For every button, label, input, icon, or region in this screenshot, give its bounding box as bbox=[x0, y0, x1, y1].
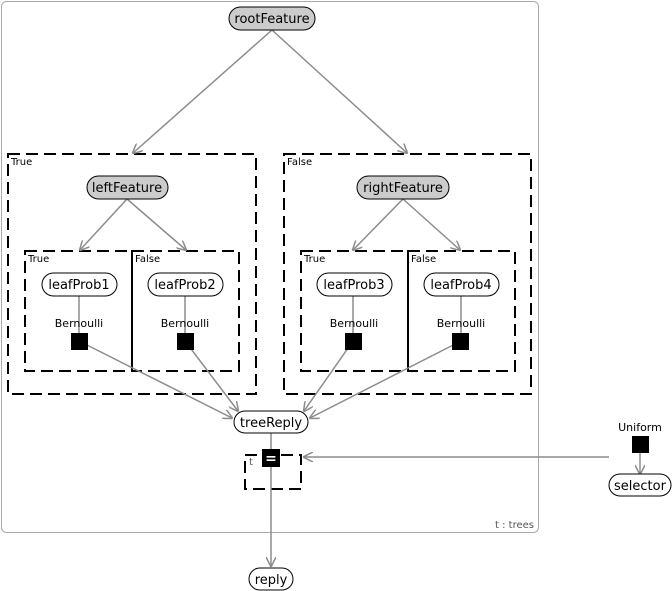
edges bbox=[79, 29, 640, 566]
gate-right-left-true bbox=[300, 250, 409, 372]
root-feature-node[interactable]: rootFeature bbox=[228, 6, 316, 31]
gate-right-false bbox=[283, 153, 532, 395]
uniform-factor[interactable]: Uniform bbox=[618, 421, 662, 453]
leaf-prob4-node[interactable]: leafProb4 bbox=[423, 272, 500, 297]
reply-node[interactable]: reply bbox=[248, 567, 294, 591]
selector-node[interactable]: selector bbox=[608, 473, 672, 497]
leaf-prob2-label: leafProb2 bbox=[154, 278, 215, 293]
tree-reply-node[interactable]: treeReply bbox=[233, 410, 309, 434]
gate-right-right-false-label: False bbox=[411, 254, 436, 265]
leaf-prob3-node[interactable]: leafProb3 bbox=[316, 272, 393, 297]
outer-plate-label: t : trees bbox=[495, 520, 534, 531]
bernoulli-factor-3[interactable]: Bernoulli bbox=[330, 317, 379, 350]
bernoulli-label-3: Bernoulli bbox=[330, 317, 379, 330]
leaf-prob3-label: leafProb3 bbox=[323, 278, 384, 293]
equals-symbol: = bbox=[265, 451, 277, 467]
right-feature-node[interactable]: rightFeature bbox=[356, 175, 450, 200]
leaf-prob2-node[interactable]: leafProb2 bbox=[147, 272, 224, 297]
bernoulli-label-1: Bernoulli bbox=[55, 317, 104, 330]
reply-label: reply bbox=[255, 573, 288, 588]
equals-factor[interactable]: = bbox=[262, 449, 280, 467]
bernoulli-label-2: Bernoulli bbox=[161, 317, 210, 330]
gate-right-false-label: False bbox=[287, 157, 312, 168]
left-feature-label: leftFeature bbox=[92, 181, 162, 196]
gate-left-right-false bbox=[131, 250, 240, 372]
tree-reply-label: treeReply bbox=[240, 416, 302, 431]
gate-left-left-true bbox=[24, 250, 133, 372]
bernoulli-factor-2[interactable]: Bernoulli bbox=[161, 317, 210, 350]
bernoulli-factor-1[interactable]: Bernoulli bbox=[55, 317, 104, 350]
left-feature-node[interactable]: leftFeature bbox=[86, 175, 169, 200]
root-feature-label: rootFeature bbox=[234, 12, 309, 27]
leaf-prob1-label: leafProb1 bbox=[48, 278, 109, 293]
gate-left-right-false-label: False bbox=[135, 254, 160, 265]
selector-label: selector bbox=[614, 479, 667, 494]
bernoulli-factor-4[interactable]: Bernoulli bbox=[437, 317, 486, 350]
gate-left-true-label: True bbox=[10, 157, 32, 168]
leaf-prob4-label: leafProb4 bbox=[430, 278, 491, 293]
leaf-prob1-node[interactable]: leafProb1 bbox=[41, 272, 118, 297]
right-feature-label: rightFeature bbox=[363, 181, 443, 196]
inner-plate-label: t bbox=[249, 457, 253, 468]
gate-left-true bbox=[7, 153, 257, 395]
outer-plate bbox=[1, 1, 539, 533]
gate-right-right-false bbox=[407, 250, 516, 372]
bernoulli-label-4: Bernoulli bbox=[437, 317, 486, 330]
uniform-label: Uniform bbox=[618, 421, 662, 434]
gate-right-left-true-label: True bbox=[303, 254, 325, 265]
gate-left-left-true-label: True bbox=[27, 254, 49, 265]
